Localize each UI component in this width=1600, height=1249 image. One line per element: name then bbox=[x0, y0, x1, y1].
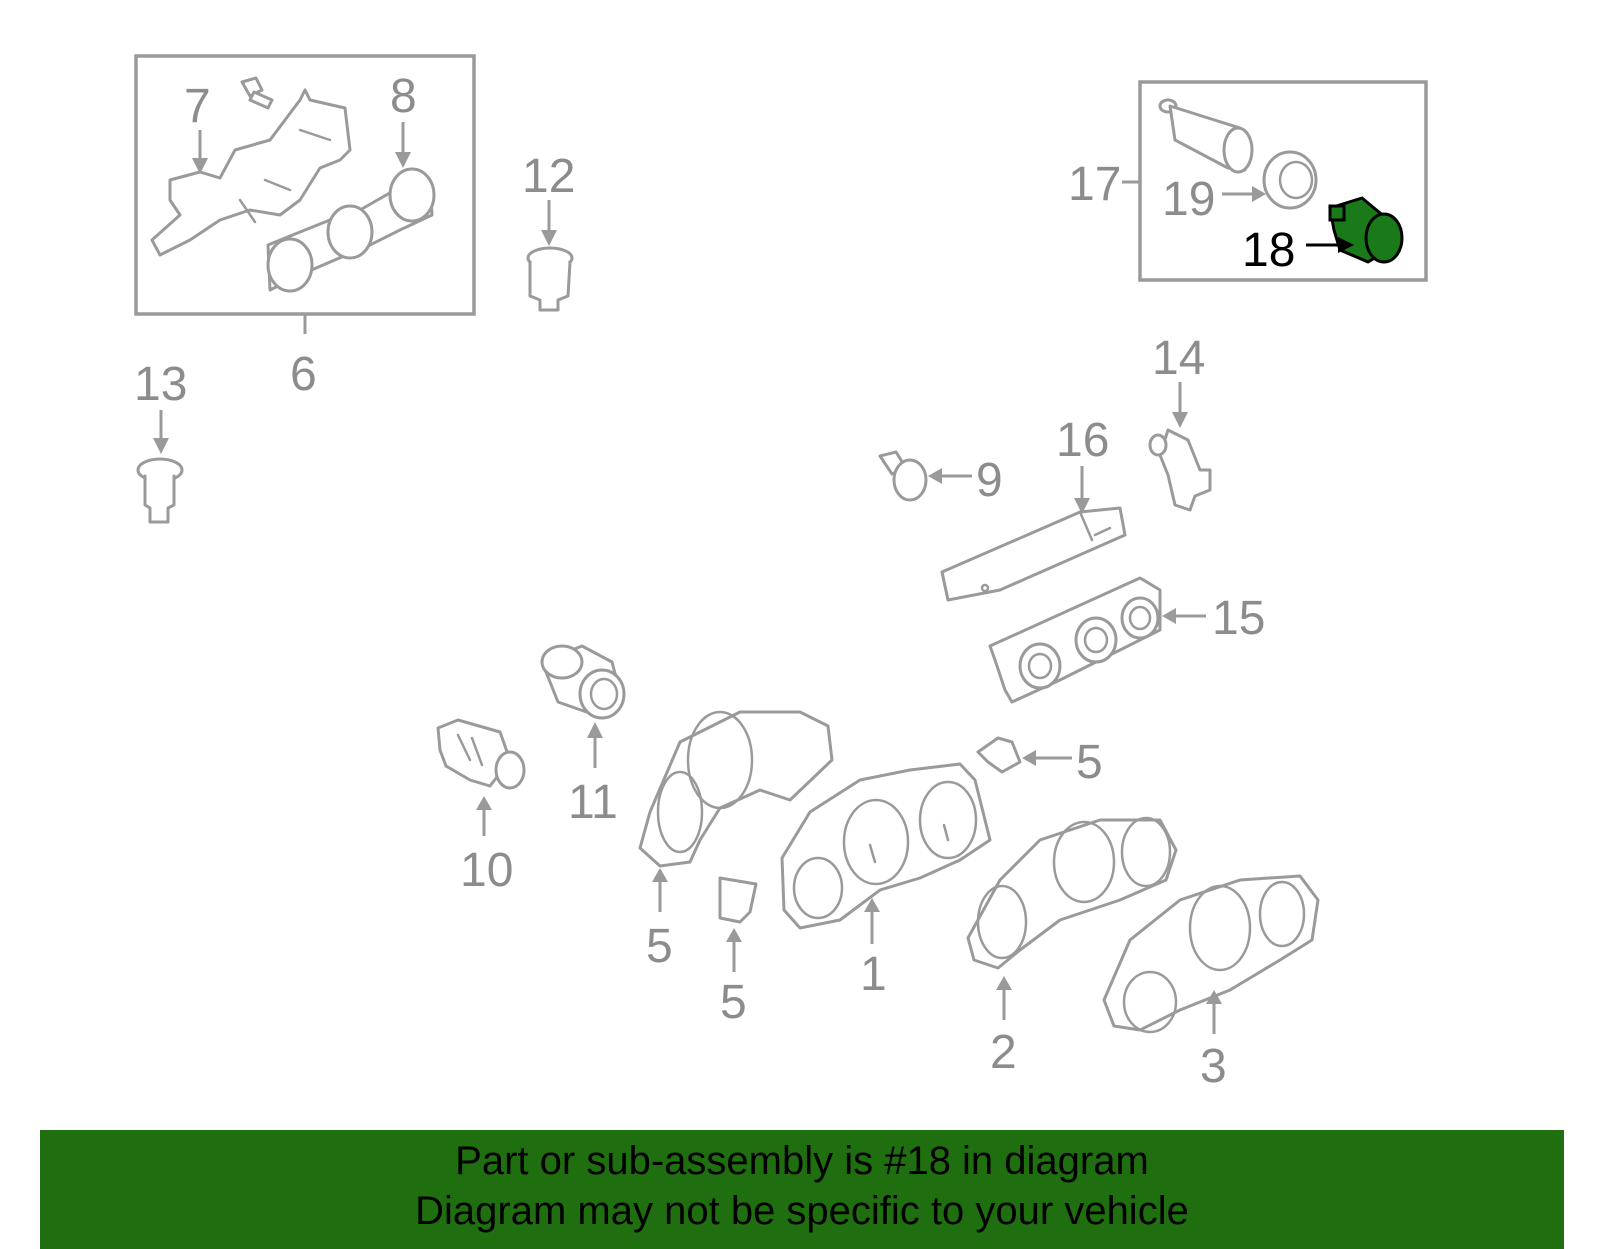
info-banner: Part or sub-assembly is #18 in diagram D… bbox=[40, 1130, 1564, 1249]
cylinder-part-11 bbox=[540, 644, 626, 720]
trim-piece-part-5-upper bbox=[976, 736, 1022, 774]
callout-11: 11 bbox=[568, 776, 618, 829]
callout-14: 14 bbox=[1152, 332, 1205, 385]
banner-line-2: Diagram may not be specific to your vehi… bbox=[415, 1189, 1189, 1233]
instrument-cluster-part-1 bbox=[780, 762, 992, 930]
callout-1: 1 bbox=[860, 948, 887, 1001]
climate-control-part-15 bbox=[988, 576, 1162, 704]
clip-part-9 bbox=[878, 450, 928, 502]
banner-line-1: Part or sub-assembly is #18 in diagram bbox=[455, 1139, 1149, 1183]
cluster-housing-part-3 bbox=[1102, 874, 1320, 1034]
callout-16: 16 bbox=[1056, 414, 1109, 467]
socket-body-part bbox=[1158, 98, 1254, 174]
callout-15: 15 bbox=[1212, 592, 1265, 645]
callout-3: 3 bbox=[1200, 1040, 1227, 1093]
clip-part-13 bbox=[136, 457, 184, 524]
callout-9: 9 bbox=[976, 454, 1003, 507]
bezel-part-4 bbox=[638, 710, 834, 868]
callout-19: 19 bbox=[1162, 173, 1215, 226]
trim-piece-part-5-lower bbox=[718, 876, 758, 924]
cluster-lens-part-2 bbox=[966, 816, 1178, 970]
callout-17: 17 bbox=[1068, 158, 1121, 211]
knob-cluster-part-8 bbox=[266, 167, 436, 293]
clip-part-12 bbox=[526, 246, 574, 312]
switch-part-10 bbox=[436, 718, 526, 790]
control-module-part-16 bbox=[940, 506, 1127, 602]
callout-10: 10 bbox=[460, 844, 513, 897]
cap-part-18-highlighted bbox=[1328, 196, 1404, 264]
callout-7: 7 bbox=[184, 80, 211, 133]
callout-5-lower-label: 5 bbox=[720, 976, 747, 1029]
screw-icon bbox=[240, 76, 274, 110]
callout-4: 5 bbox=[646, 920, 673, 973]
callout-13: 13 bbox=[134, 358, 187, 411]
callout-12: 12 bbox=[522, 150, 575, 203]
callout-2: 2 bbox=[990, 1026, 1017, 1079]
ring-part-19 bbox=[1262, 150, 1318, 210]
callout-8: 8 bbox=[390, 70, 417, 123]
callout-18: 18 bbox=[1242, 224, 1295, 277]
callout-5-upper: 5 bbox=[1076, 736, 1103, 789]
callout-6: 6 bbox=[290, 348, 317, 401]
bracket-part-7 bbox=[150, 88, 352, 257]
sensor-part-14 bbox=[1148, 428, 1212, 512]
